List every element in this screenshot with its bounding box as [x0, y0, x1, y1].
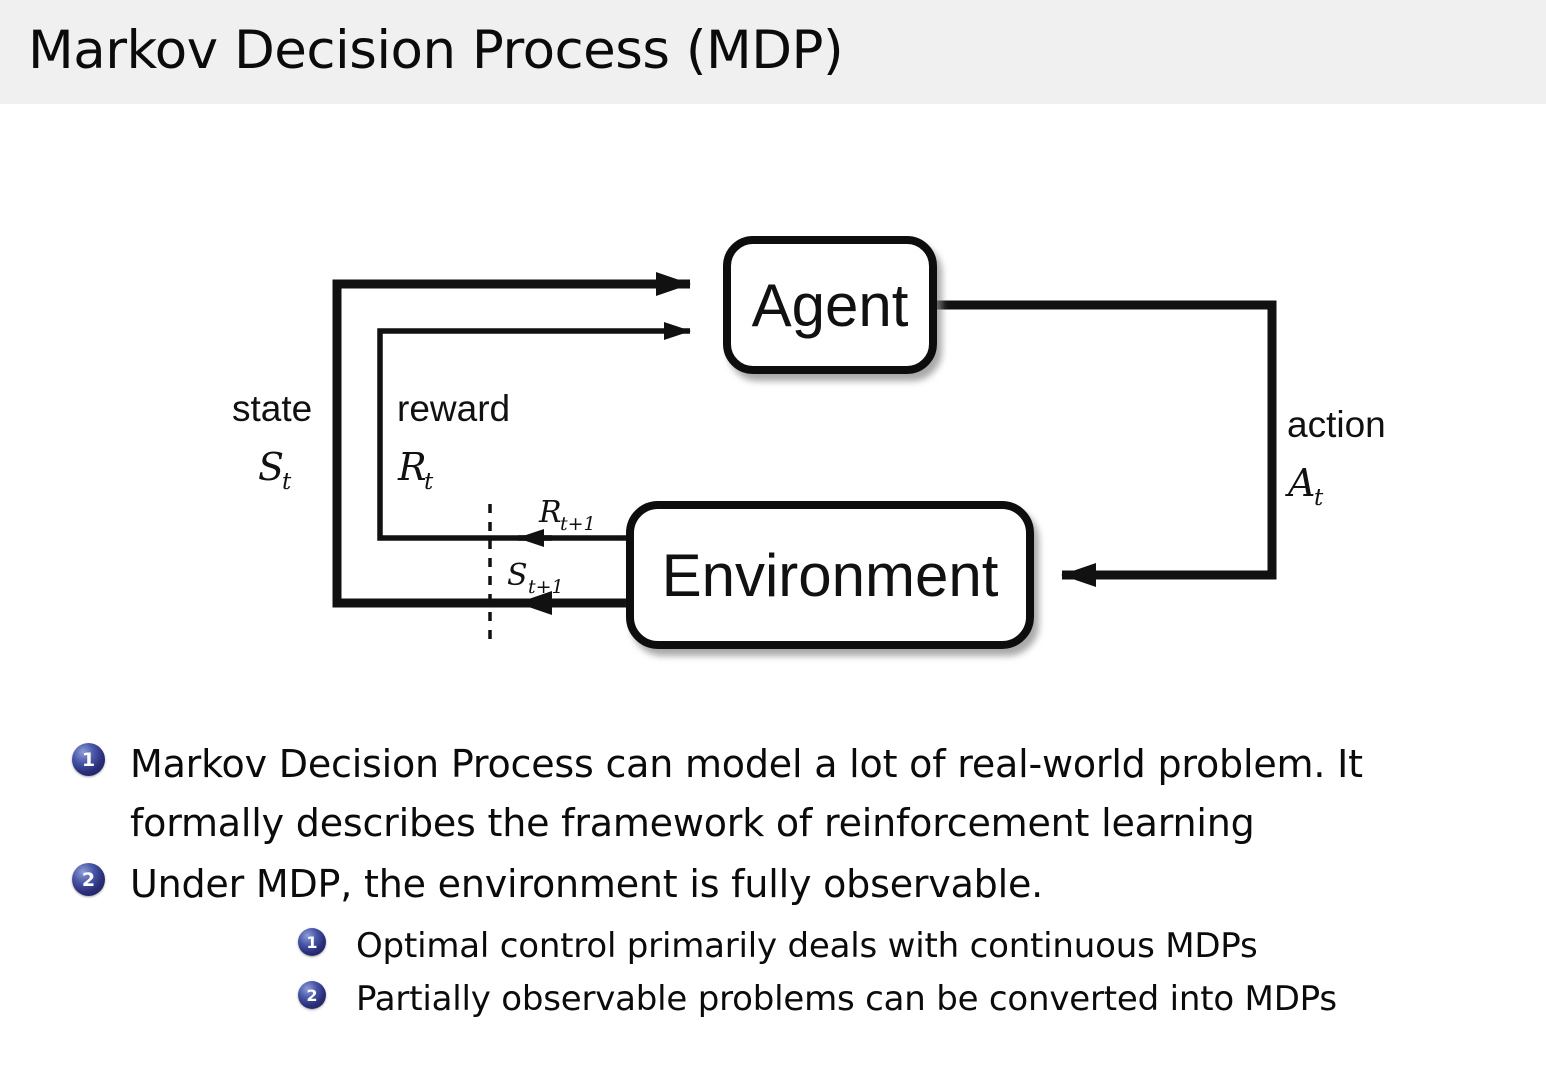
- list-item-line: Under MDP, the environment is fully obse…: [130, 862, 1044, 906]
- mdp-agent-environment-diagram: Agent Environment state S t reward R t a…: [0, 104, 1546, 724]
- label-reward-word: reward: [397, 388, 510, 429]
- label-reward: reward R t: [397, 388, 510, 495]
- agent-node: Agent: [723, 236, 937, 374]
- agent-node-label: Agent: [752, 272, 909, 339]
- bullet-marker-1: 1: [72, 743, 105, 776]
- label-next-reward-symbol: R: [538, 495, 562, 530]
- label-next-state: S t+1: [507, 558, 564, 598]
- label-state-symbol: S: [258, 445, 284, 489]
- label-reward-subscript: t: [424, 469, 434, 495]
- sub-bullet-marker-2: 2: [298, 981, 326, 1009]
- list-item: 2 Under MDP, the environment is fully ob…: [0, 855, 1546, 1026]
- label-action: action A t: [1285, 404, 1386, 511]
- sub-bullet-list: 1 Optimal control primarily deals with c…: [130, 920, 1500, 1026]
- environment-node-label: Environment: [662, 542, 999, 609]
- sub-list-item: 1 Optimal control primarily deals with c…: [130, 920, 1500, 973]
- label-reward-symbol: R: [397, 445, 427, 489]
- list-item-line: formally describes the framework of rein…: [130, 801, 1255, 845]
- edge-reward-path: [377, 322, 691, 541]
- slide-header-bar: Markov Decision Process (MDP): [0, 0, 1546, 104]
- label-next-state-symbol: S: [507, 558, 528, 593]
- label-next-reward: R t+1: [538, 495, 596, 535]
- label-action-subscript: t: [1314, 485, 1324, 511]
- page-title: Markov Decision Process (MDP): [28, 20, 844, 81]
- list-item-line: Markov Decision Process can model a lot …: [130, 742, 1363, 786]
- bullet-list: 1 Markov Decision Process can model a lo…: [0, 735, 1546, 1028]
- label-next-reward-subscript: t+1: [560, 513, 596, 535]
- label-next-state-subscript: t+1: [528, 576, 564, 598]
- label-state: state S t: [232, 388, 312, 495]
- label-action-word: action: [1287, 404, 1386, 445]
- environment-node: Environment: [626, 501, 1034, 649]
- label-action-symbol: A: [1285, 461, 1315, 505]
- bullet-marker-2: 2: [72, 863, 105, 896]
- sub-list-item-text: Optimal control primarily deals with con…: [356, 926, 1258, 966]
- sub-list-item: 2 Partially observable problems can be c…: [130, 973, 1500, 1026]
- sub-bullet-marker-1: 1: [298, 928, 326, 956]
- list-item: 1 Markov Decision Process can model a lo…: [0, 735, 1546, 853]
- sub-list-item-text: Partially observable problems can be con…: [356, 979, 1337, 1019]
- label-state-word: state: [232, 388, 312, 429]
- label-state-subscript: t: [282, 469, 292, 495]
- edge-state-path: [332, 272, 691, 608]
- edge-action-path: [933, 300, 1277, 587]
